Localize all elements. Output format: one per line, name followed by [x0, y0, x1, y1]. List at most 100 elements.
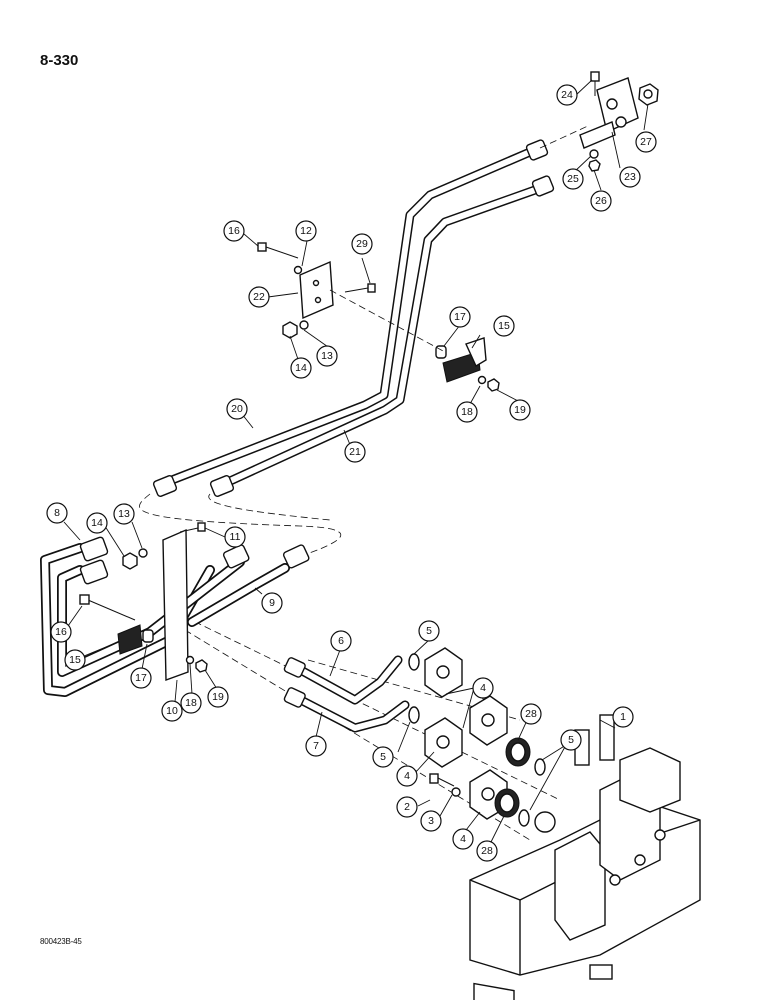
nut-27 — [638, 83, 659, 106]
svg-text:17: 17 — [135, 672, 147, 684]
bolt-24 — [590, 71, 600, 96]
callout-16: 16 — [50, 621, 72, 643]
callout-5: 5 — [372, 746, 394, 768]
callout-26: 26 — [590, 190, 612, 212]
callout-8: 8 — [46, 502, 68, 524]
flange-4 — [424, 647, 508, 820]
callout-29: 29 — [351, 233, 373, 255]
svg-text:25: 25 — [567, 173, 579, 185]
svg-text:19: 19 — [514, 404, 526, 416]
callout-28: 28 — [476, 840, 498, 862]
clamp-15-lower — [117, 624, 143, 655]
nut-14-lower — [122, 552, 138, 570]
bracket-23 — [579, 77, 639, 149]
svg-text:4: 4 — [404, 770, 410, 782]
bolt-16-upper — [257, 242, 299, 259]
callout-14: 14 — [290, 357, 312, 379]
plate-22 — [299, 260, 334, 320]
callout-labels: 1 2 3 4 4 4 5 5 5 6 7 8 9 10 11 12 13 13… — [46, 84, 657, 862]
callout-2: 2 — [396, 796, 418, 818]
callout-16: 16 — [223, 220, 245, 242]
callout-11: 11 — [224, 526, 246, 548]
svg-text:5: 5 — [426, 625, 432, 637]
callout-25: 25 — [562, 168, 584, 190]
washer-12 — [293, 265, 303, 275]
svg-text:27: 27 — [640, 136, 652, 148]
svg-text:11: 11 — [230, 531, 241, 543]
tube-21 — [223, 185, 540, 487]
bolt-2 — [429, 773, 455, 787]
callout-18: 18 — [456, 401, 478, 423]
callout-5: 5 — [418, 620, 440, 642]
callout-24: 24 — [556, 84, 578, 106]
callout-17: 17 — [130, 667, 152, 689]
callout-21: 21 — [344, 441, 366, 463]
washer-13-upper — [299, 320, 309, 330]
callout-6: 6 — [330, 630, 352, 652]
bolt-29 — [344, 283, 376, 293]
spacer-17-upper — [435, 345, 447, 359]
svg-text:14: 14 — [295, 362, 307, 374]
svg-text:15: 15 — [69, 654, 81, 666]
svg-text:1: 1 — [620, 711, 626, 723]
callout-13: 13 — [316, 345, 338, 367]
svg-text:4: 4 — [460, 833, 466, 845]
svg-text:8: 8 — [54, 507, 60, 519]
svg-text:22: 22 — [253, 291, 265, 303]
tube-20 — [167, 147, 535, 485]
svg-text:20: 20 — [231, 403, 243, 415]
svg-text:24: 24 — [561, 89, 573, 101]
svg-text:13: 13 — [118, 508, 130, 520]
svg-text:28: 28 — [481, 845, 493, 857]
svg-text:5: 5 — [568, 734, 574, 746]
svg-text:4: 4 — [480, 682, 486, 694]
callout-15: 15 — [493, 315, 515, 337]
svg-text:16: 16 — [228, 225, 240, 237]
tube-7 — [283, 687, 410, 733]
svg-text:29: 29 — [356, 238, 368, 250]
svg-text:19: 19 — [212, 691, 224, 703]
svg-text:15: 15 — [498, 320, 510, 332]
svg-text:26: 26 — [595, 195, 607, 207]
callout-4: 4 — [452, 828, 474, 850]
svg-text:3: 3 — [428, 815, 434, 827]
bolt-16-lower — [79, 594, 136, 621]
svg-text:9: 9 — [269, 597, 275, 609]
tube-fitting — [152, 139, 555, 497]
washer-13-lower — [138, 548, 148, 558]
svg-text:14: 14 — [91, 517, 103, 529]
washer-3 — [451, 787, 461, 797]
svg-text:16: 16 — [55, 626, 67, 638]
leader-lines — [63, 79, 649, 851]
callout-22: 22 — [248, 286, 270, 308]
nut-19-upper — [487, 378, 500, 392]
callout-5: 5 — [560, 729, 582, 751]
callout-27: 27 — [635, 131, 657, 153]
callout-12: 12 — [295, 220, 317, 242]
svg-text:6: 6 — [338, 635, 344, 647]
callout-23: 23 — [619, 166, 641, 188]
washer-18-upper — [477, 375, 487, 385]
callout-28: 28 — [520, 703, 542, 725]
callout-9: 9 — [261, 592, 283, 614]
washer-18-lower — [185, 655, 195, 665]
nut-26 — [588, 159, 601, 172]
svg-text:18: 18 — [185, 697, 197, 709]
page-number: 8-330 — [40, 52, 79, 69]
o-ring-5 — [408, 653, 546, 827]
svg-text:7: 7 — [313, 740, 319, 752]
callout-20: 20 — [226, 398, 248, 420]
tube-6 — [283, 655, 403, 705]
callout-1: 1 — [612, 706, 634, 728]
svg-text:21: 21 — [349, 446, 361, 458]
svg-text:28: 28 — [525, 708, 537, 720]
callout-19: 19 — [207, 686, 229, 708]
svg-text:2: 2 — [404, 801, 410, 813]
callout-17: 17 — [449, 306, 471, 328]
callout-4: 4 — [472, 677, 494, 699]
callout-14: 14 — [86, 512, 108, 534]
svg-text:5: 5 — [380, 751, 386, 763]
svg-text:17: 17 — [454, 311, 466, 323]
svg-text:18: 18 — [461, 406, 473, 418]
